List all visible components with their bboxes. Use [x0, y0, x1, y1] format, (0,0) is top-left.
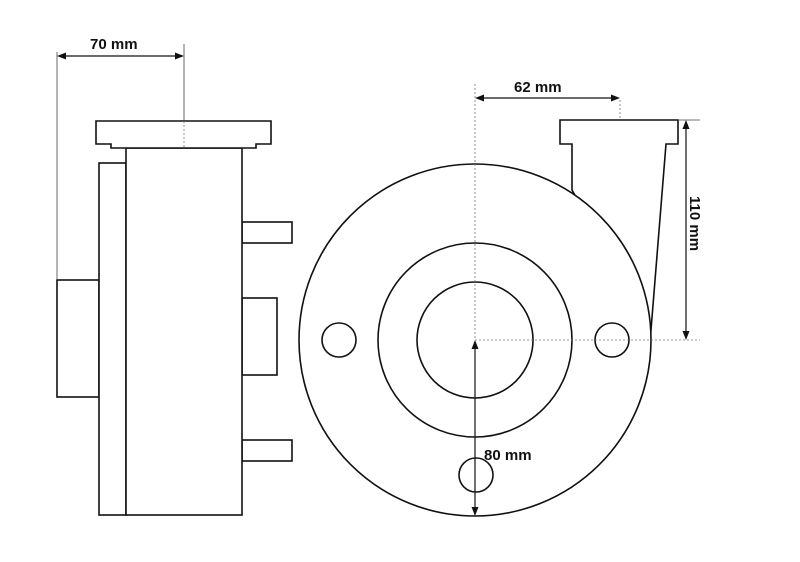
outlet-height-arrow-bottom — [682, 331, 690, 340]
flange-radius-arrow-top — [471, 340, 479, 349]
side-view-inlet-nozzle — [56, 279, 100, 398]
side-width-arrow-left — [57, 52, 66, 60]
bolt-hole-left — [321, 322, 357, 358]
flange-radius-arrow-bottom — [471, 507, 479, 516]
side-view-top-flange — [95, 120, 272, 149]
side-view-lower-boss — [241, 439, 293, 462]
side-view-rear-flange — [98, 162, 127, 516]
outlet-height-arrow-top — [682, 120, 690, 129]
bolt-hole-bottom — [458, 457, 494, 493]
side-view-middle-boss — [241, 297, 278, 376]
side-view: 70 mm — [56, 36, 293, 516]
outlet-width-arrow-right — [611, 94, 620, 102]
outlet-width-arrow-left — [475, 94, 484, 102]
outlet-width-label: 62 mm — [514, 79, 562, 96]
front-view: 62 mm 110 mm 80 mm — [298, 79, 703, 517]
side-width-label: 70 mm — [90, 36, 138, 53]
flange-radius-label: 80 mm — [484, 447, 532, 464]
side-view-body — [125, 147, 243, 516]
side-view-upper-boss — [241, 221, 293, 244]
outlet-height-label: 110 mm — [686, 196, 703, 251]
side-width-arrow-right — [175, 52, 184, 60]
